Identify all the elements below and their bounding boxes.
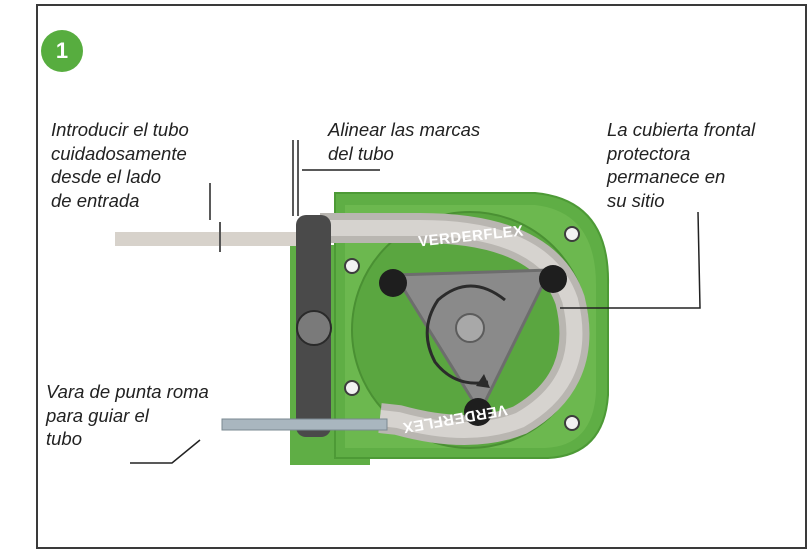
arrow-head-icon [476, 374, 490, 388]
callout-align-marks: Alinear las marcas del tubo [328, 118, 480, 165]
callout-tube-insert: Introducir el tubo cuidadosamente desde … [51, 118, 189, 212]
rotation-arrow-icon [425, 284, 506, 385]
callout-line: cuidadosamente [51, 142, 187, 164]
callout-line: de entrada [51, 189, 140, 211]
callout-front-cover: La cubierta frontal protectora permanece… [607, 118, 755, 212]
clamp-knob-icon [296, 310, 332, 346]
corner-bolt-icon [564, 415, 580, 431]
callout-line: La cubierta frontal [607, 119, 756, 140]
callout-line: para guiar el [46, 404, 149, 426]
callout-guide-rod: Vara de punta roma para guiar el tubo [46, 380, 209, 451]
callout-line: Introducir el tubo [51, 119, 189, 140]
callout-line: tubo [46, 428, 83, 449]
callout-line: desde el lado [51, 166, 162, 187]
leader-line [560, 211, 701, 309]
step-number-badge: 1 [41, 30, 83, 72]
roller-icon [464, 398, 492, 426]
callout-line: protectora [607, 142, 691, 164]
callout-line: Alinear las marcas [328, 119, 481, 140]
corner-bolt-icon [344, 380, 360, 396]
inlet-tube [115, 232, 305, 246]
pump-tube-highlight [320, 220, 583, 438]
callout-line: su sitio [607, 189, 665, 211]
roller-icon [539, 265, 567, 293]
corner-bolt-icon [564, 226, 580, 242]
guide-rod [221, 418, 388, 431]
rotor-hub [455, 313, 485, 343]
callout-line: Vara de punta roma [46, 381, 209, 402]
corner-bolt-icon [344, 258, 360, 274]
callout-line: permanece en [607, 166, 726, 187]
leader-line [130, 439, 201, 464]
callout-line: del tubo [328, 142, 394, 164]
roller-icon [379, 269, 407, 297]
